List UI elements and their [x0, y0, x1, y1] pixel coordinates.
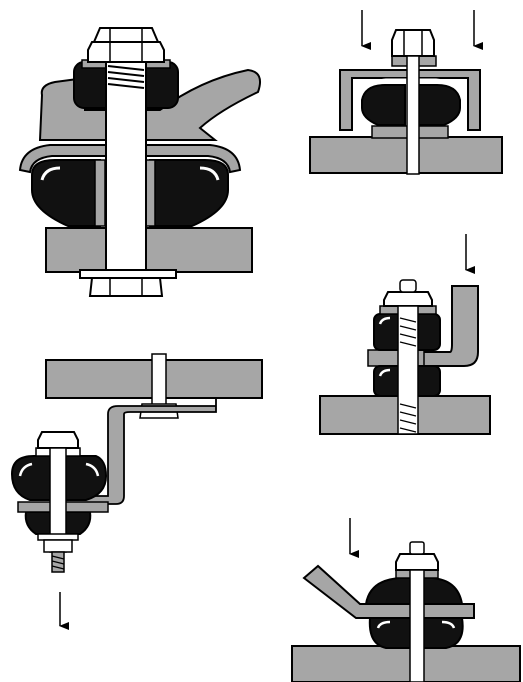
bolt-shaft: [397, 305, 419, 435]
base-plate: [45, 227, 253, 273]
top-nut-cap: [92, 27, 160, 43]
top-nut: [395, 553, 439, 571]
bolt-threads: [107, 65, 145, 89]
base-plate: [309, 136, 503, 174]
panel-bracket-mount: [319, 234, 491, 435]
top-nut: [87, 41, 165, 63]
lower-rubber-bushing: [31, 159, 101, 227]
base-plate: [291, 645, 521, 682]
cup-washer: [18, 144, 242, 174]
top-nut: [37, 431, 79, 449]
top-nut: [383, 291, 433, 307]
bottom-nut: [88, 277, 164, 297]
panel-angled-bracket-mount: [291, 518, 521, 682]
bottom-washer: [37, 533, 79, 541]
through-bolt: [151, 353, 167, 407]
panel-suspended-mount: [10, 353, 263, 630]
bolt-shaft: [105, 61, 147, 273]
bottom-washer: [79, 269, 177, 279]
hat-bracket: [339, 69, 481, 131]
inner-liner-left: [94, 159, 106, 227]
z-bracket: [63, 398, 217, 505]
bolt-shaft: [409, 569, 425, 682]
bolt-threads: [399, 317, 417, 433]
bottom-nut: [43, 539, 73, 553]
bolt-shaft: [406, 55, 420, 175]
rubber-bushing: [361, 84, 406, 126]
rubber-bushing: [416, 84, 461, 126]
bushing-highlight: [199, 166, 220, 181]
bolt-tip: [409, 541, 425, 555]
bracket-arm: [38, 68, 261, 141]
panel-large-mount: [18, 27, 261, 297]
bushing-highlight: [40, 166, 61, 181]
lower-rubber-bushing-right: [149, 159, 229, 227]
bolt-tip: [399, 279, 417, 293]
panel-compressed-mount: [309, 10, 503, 175]
top-nut: [391, 29, 435, 57]
